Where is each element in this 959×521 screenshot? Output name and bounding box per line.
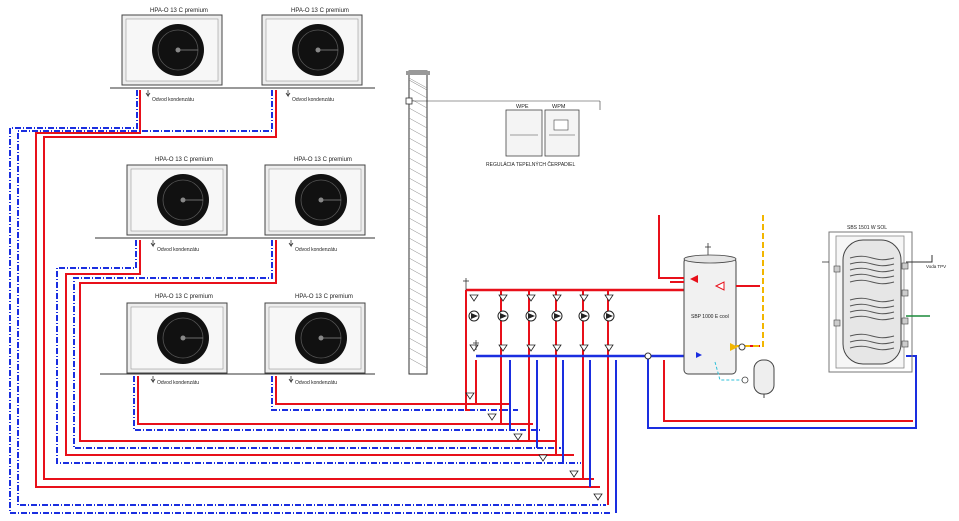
hp1-model-label: HPA-O 13 C premium xyxy=(150,8,208,14)
hp2-model-label: HPA-O 13 C premium xyxy=(291,8,349,14)
heat-pump-6: HPA-O 13 C premium Odvod kondenzátu xyxy=(264,294,366,386)
controller-caption: REGULÁCIA TEPELNÝCH ČERPADIEL xyxy=(486,161,576,168)
hp2-condensate-label: Odvod kondenzátu xyxy=(292,97,334,103)
wpe-label: WPE xyxy=(516,104,529,110)
heat-pump-3: HPA-O 13 C premium Odvod kondenzátu xyxy=(126,157,228,253)
buffer-fittings xyxy=(644,275,746,360)
expansion-vessel xyxy=(714,359,775,398)
dhw-outlet-label: Voda TPV xyxy=(926,264,946,269)
pump-risers xyxy=(465,290,617,513)
hp5-model-label: HPA-O 13 C premium xyxy=(155,294,213,300)
dhw-coils xyxy=(849,255,895,351)
heat-pump-1: HPA-O 13 C premium Odvod kondenzátu xyxy=(121,8,223,103)
hp5-condensate-label: Odvod kondenzátu xyxy=(157,380,199,386)
air-vents xyxy=(463,243,711,350)
hp4-condensate-label: Odvod kondenzátu xyxy=(295,247,337,253)
circulation-pumps xyxy=(468,310,615,322)
buffer-tank: SBP 1000 E cool xyxy=(683,254,737,375)
hp6-model-label: HPA-O 13 C premium xyxy=(295,294,353,300)
dhw-tank-label: SBS 1501 W SOL xyxy=(847,225,887,231)
chimney-hatching xyxy=(408,77,428,369)
heat-pump-2: HPA-O 13 C premium Odvod kondenzátu xyxy=(261,8,363,103)
dhw-connections xyxy=(822,255,933,348)
wpm-label: WPM xyxy=(552,104,566,110)
chimney-wall xyxy=(406,70,430,375)
heat-pump-controller: WPE WPM REGULÁCIA TEPELNÝCH ČERPADIEL xyxy=(486,104,580,168)
hp3-condensate-label: Odvod kondenzátu xyxy=(157,247,199,253)
dhw-tank: SBS 1501 W SOL Voda TPV xyxy=(828,225,946,373)
header-valves xyxy=(469,294,614,352)
buffer-tank-label: SBP 1000 E cool xyxy=(691,314,729,320)
hp6-condensate-label: Odvod kondenzátu xyxy=(295,380,337,386)
condensate-drains xyxy=(145,90,294,384)
heat-pump-5: HPA-O 13 C premium Odvod kondenzátu xyxy=(126,294,228,386)
balancing-valves xyxy=(465,392,603,501)
heat-pump-loops xyxy=(9,90,612,514)
hp4-model-label: HPA-O 13 C premium xyxy=(294,157,352,163)
hp3-model-label: HPA-O 13 C premium xyxy=(155,157,213,163)
heat-pump-4: HPA-O 13 C premium Odvod kondenzátu xyxy=(264,157,366,253)
hp1-condensate-label: Odvod kondenzátu xyxy=(152,97,194,103)
